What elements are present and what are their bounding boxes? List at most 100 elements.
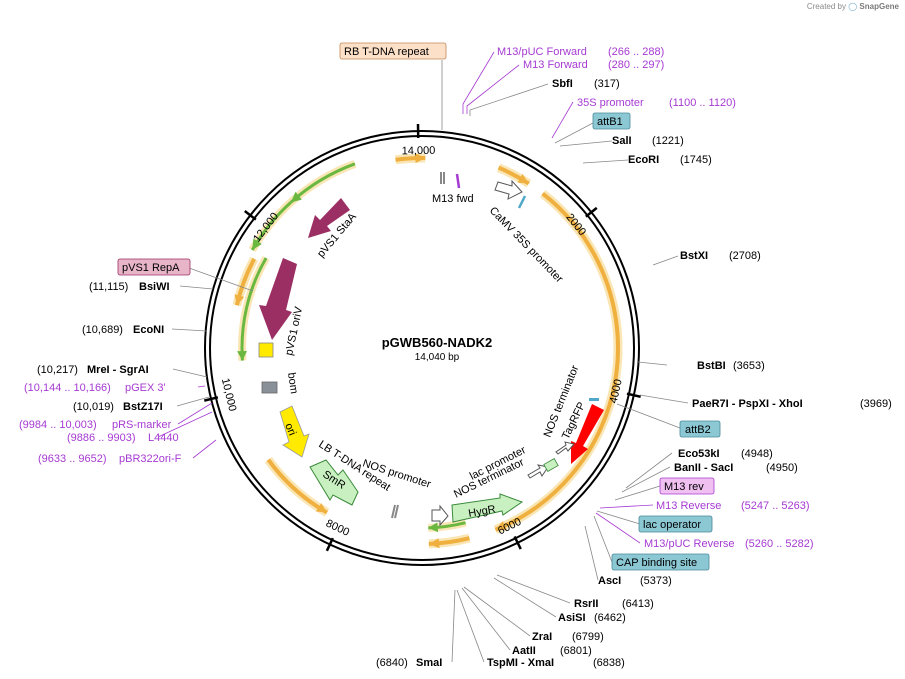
tick-mark bbox=[513, 535, 522, 550]
site-position: (6801) bbox=[560, 645, 592, 657]
site-name[interactable]: BstBI bbox=[697, 360, 726, 372]
tick-label: 4000 bbox=[608, 378, 625, 405]
primer-range: (280 .. 297) bbox=[608, 59, 664, 71]
leader-lac-operator bbox=[596, 510, 641, 525]
tick-label: 6000 bbox=[496, 516, 523, 538]
site-position: (10,019) bbox=[73, 401, 114, 413]
primer-name[interactable]: M13/pUC Reverse bbox=[644, 538, 734, 550]
primer-name[interactable]: pRS-marker bbox=[112, 419, 172, 431]
attb1-box[interactable] bbox=[592, 112, 631, 130]
primer-name[interactable]: 35S promoter bbox=[577, 97, 644, 109]
m13-rev-text: M13 rev bbox=[664, 481, 704, 493]
leader-eco53ki bbox=[625, 452, 673, 489]
site-name[interactable]: PaeR7I - PspXI - XhoI bbox=[692, 398, 803, 410]
site-name[interactable]: BstXI bbox=[680, 250, 708, 262]
nos-terminator-arrow-2 bbox=[555, 441, 575, 455]
lac-operator-text: lac operator bbox=[643, 519, 701, 531]
site-name[interactable]: ZraI bbox=[532, 631, 552, 643]
site-name[interactable]: BanII - SacI bbox=[674, 462, 733, 474]
attb1-mark bbox=[517, 195, 527, 209]
leader-m13-fwd bbox=[466, 64, 520, 114]
rb-t-dna-repeat-text: RB T-DNA repeat bbox=[344, 46, 429, 58]
attb1-text: attB1 bbox=[597, 116, 623, 128]
site-name[interactable]: EcoNI bbox=[133, 324, 164, 336]
site-name[interactable]: EcoRI bbox=[628, 154, 659, 166]
site-position: (6838) bbox=[593, 657, 625, 669]
bom-marker bbox=[261, 381, 278, 394]
site-name[interactable]: AatII bbox=[512, 645, 536, 657]
attb2-text: attB2 bbox=[685, 424, 711, 436]
tick-label: 10,000 bbox=[219, 377, 239, 413]
site-name[interactable]: BsiWI bbox=[139, 281, 170, 293]
site-name[interactable]: SbfI bbox=[552, 78, 573, 90]
primer-name[interactable]: M13 Forward bbox=[523, 59, 588, 71]
tick-mark bbox=[203, 396, 219, 402]
tick-mark bbox=[585, 206, 598, 218]
primer-range: (9886 .. 9903) bbox=[67, 432, 136, 444]
site-position: (5373) bbox=[640, 575, 672, 587]
primer-name[interactable]: M13/pUC Forward bbox=[497, 46, 587, 58]
primer-name[interactable]: pGEX 3' bbox=[125, 382, 166, 394]
leader-saci bbox=[621, 466, 671, 493]
tagrfp-arrow bbox=[571, 404, 604, 464]
primer-range: (9633 .. 9652) bbox=[38, 453, 107, 465]
camv-35s-promoter-arrow bbox=[494, 179, 523, 200]
tick-mark bbox=[243, 210, 257, 221]
lac-promoter-marker bbox=[543, 457, 559, 473]
plasmid-name: pGWB560-NADK2 bbox=[382, 335, 493, 350]
leader-xhoi bbox=[639, 394, 689, 404]
leader-sali bbox=[559, 140, 613, 147]
arc-feature-green-left-inner-arrowhead bbox=[237, 351, 248, 361]
site-position: (6799) bbox=[572, 631, 604, 643]
label-leader-lines bbox=[157, 51, 689, 663]
site-name[interactable]: BstZ17I bbox=[123, 401, 163, 413]
primer-name[interactable]: M13 Reverse bbox=[656, 500, 721, 512]
rb-t-dna-repeat-box[interactable] bbox=[339, 42, 447, 60]
site-position: (10,217) bbox=[37, 364, 78, 376]
site-name[interactable]: AscI bbox=[598, 575, 621, 587]
leader-attb1 bbox=[554, 122, 594, 144]
site-name[interactable]: AsiSI bbox=[558, 612, 586, 624]
site-name[interactable]: Eco53kI bbox=[678, 448, 720, 460]
arc-feature-left-arrowhead bbox=[234, 294, 245, 306]
arc-feature-green-top-halo bbox=[288, 160, 357, 206]
arc-feature-green-top-arrowhead bbox=[290, 191, 302, 203]
lac-operator-box[interactable] bbox=[638, 515, 713, 533]
site-name[interactable]: RsrII bbox=[574, 598, 598, 610]
site-name[interactable]: SmaI bbox=[416, 657, 442, 669]
leader-m13puc-rev bbox=[595, 512, 641, 544]
site-position: (3653) bbox=[733, 360, 765, 372]
cap-binding-site-box[interactable] bbox=[611, 553, 710, 571]
arc-feature-top-arrowhead bbox=[517, 173, 529, 184]
leader-bstbi bbox=[637, 361, 668, 366]
site-name[interactable]: MreI - SgrAI bbox=[87, 364, 149, 376]
site-position: (1745) bbox=[680, 154, 712, 166]
arc-feature-right-large-arrowhead bbox=[495, 521, 507, 531]
site-name[interactable]: TspMI - XmaI bbox=[487, 657, 554, 669]
primer-range: (5247 .. 5263) bbox=[741, 500, 810, 512]
pvs1-oriv-arrow bbox=[259, 258, 297, 340]
leader-zrai bbox=[463, 586, 531, 637]
leader-xmai bbox=[456, 589, 485, 663]
primer-range: (1100 .. 1120) bbox=[669, 97, 736, 109]
primer-name[interactable]: L4440 bbox=[148, 432, 179, 444]
arc-feature-bottom-left-arrowhead bbox=[315, 503, 327, 513]
boxed-feature-labels: RB T-DNA repeat attB1 attB2 M13 rev lac … bbox=[117, 42, 721, 571]
site-name[interactable]: SalI bbox=[612, 135, 632, 147]
leader-m13-reverse bbox=[599, 504, 654, 509]
hygr-arrow bbox=[451, 493, 524, 523]
leader-cap bbox=[593, 515, 613, 563]
primer-name[interactable]: pBR322ori-F bbox=[119, 453, 182, 465]
m13-rev-box[interactable] bbox=[659, 477, 715, 495]
hygr-label: HygR bbox=[467, 503, 496, 520]
primer-range: (266 .. 288) bbox=[608, 46, 664, 58]
credit-brand: SnapGene bbox=[859, 2, 899, 11]
leader-pvs1repa bbox=[188, 267, 254, 292]
leader-asci bbox=[584, 525, 599, 581]
m13-fwd-mark bbox=[455, 173, 461, 189]
leader-bstxi bbox=[652, 255, 679, 266]
feature-arcs bbox=[232, 153, 623, 549]
site-position: (4948) bbox=[741, 448, 773, 460]
attb2-box[interactable] bbox=[679, 420, 721, 438]
pvs1-repa-box[interactable] bbox=[117, 258, 191, 276]
